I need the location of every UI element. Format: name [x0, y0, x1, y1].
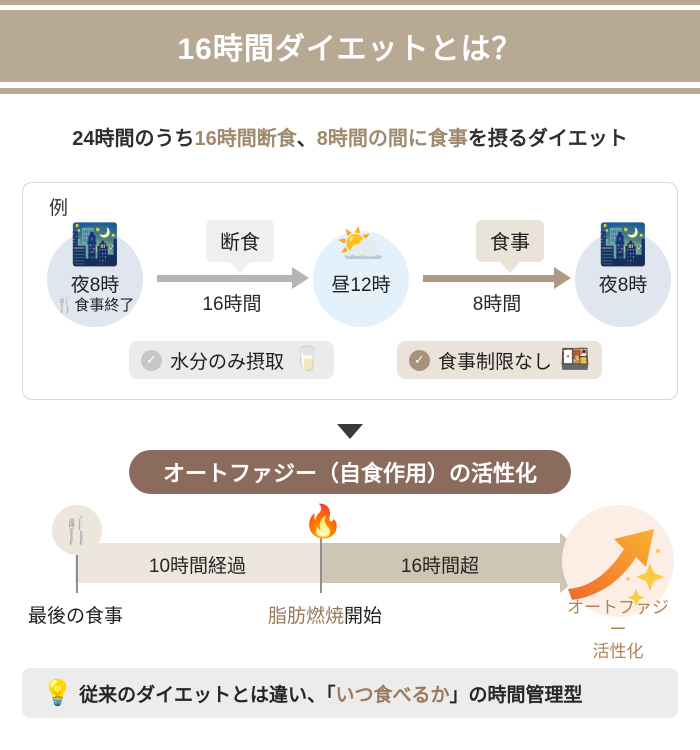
subtitle-highlight-fasting: 16時間断食: [194, 128, 297, 150]
sun-behind-cloud-icon: ⛅: [336, 223, 386, 267]
autophagy-banner-label: オートファジー（自食作用）の活性化: [162, 461, 538, 486]
badge-water-only: ✓ 水分のみ摂取 🥛: [129, 341, 334, 379]
footer-part1: 従来のダイエットとは違い、「: [79, 684, 336, 706]
header-band: 16時間ダイエットとは？: [0, 10, 700, 82]
page-title: 16時間ダイエットとは？: [177, 33, 523, 66]
autophagy-end-marker: [562, 505, 674, 617]
arrow-fasting-line: [157, 275, 295, 282]
timeline-tick-start: [76, 535, 78, 593]
callout-eating: 食事: [476, 220, 544, 262]
callout-fasting: 断食: [206, 220, 274, 262]
night-cloud-icon: 🌃: [70, 223, 120, 267]
node-label-2: 昼12時: [313, 275, 409, 297]
footer-highlight: いつ食べるか: [335, 684, 450, 706]
timeline-tick-fire: [320, 535, 322, 593]
check-circle-icon: ✓: [409, 349, 430, 371]
upward-arrow-sparkle-icon: [568, 529, 664, 606]
arrow-fasting-head: [292, 267, 309, 289]
subtitle-part2: 、: [296, 128, 317, 150]
timeline-caption-last-meal: 最後の食事: [28, 606, 124, 627]
check-circle-icon: ✓: [141, 349, 162, 371]
timeline-caption-fat-burn: 脂肪燃焼開始: [268, 601, 382, 628]
header-top-strip: [0, 0, 700, 5]
subtitle-part3: を摂るダイエット: [467, 128, 628, 150]
footer-note-text: 従来のダイエットとは違い、「いつ食べるか」の時間管理型: [79, 680, 582, 707]
node-3-line1: 夜8時: [598, 275, 648, 296]
duration-fasting: 16時間: [202, 294, 262, 315]
timeline-segment-10h: [75, 543, 320, 583]
timeline-caption-autophagy: オートファジー活性化: [562, 597, 674, 663]
example-label: 例: [49, 198, 69, 219]
fork-and-knife-icon: 🍴: [60, 515, 94, 545]
node-label-1: 夜8時 🍴食事終了: [47, 275, 143, 314]
header-bottom-strip: [0, 88, 700, 94]
timeline-segment-10h-label: 10時間経過: [148, 556, 247, 577]
timeline-node-noon: ⛅ 昼12時: [313, 225, 409, 327]
arrow-eating-line: [423, 275, 557, 282]
timeline-segment-16h-label: 16時間超: [400, 556, 480, 577]
timeline-segment-16h: [320, 543, 560, 583]
footer-note: 💡 従来のダイエットとは違い、「いつ食べるか」の時間管理型: [22, 668, 678, 718]
footer-part2: 」の時間管理型: [449, 684, 583, 706]
fat-burning-timeline: 10時間経過 16時間超 🍴 🔥 最後の: [0, 503, 700, 661]
fat-burn-highlight: 脂肪燃焼: [268, 606, 345, 627]
badge-no-restriction: ✓ 食事制限なし 🍱: [397, 341, 602, 379]
subtitle: 24時間のうち16時間断食、8時間の間に食事を摂るダイエット: [0, 122, 700, 151]
autophagy-caption-line1: オートファジー: [567, 598, 669, 640]
timeline-node-evening-start: 🌃 夜8時 🍴食事終了: [47, 225, 143, 327]
fat-burn-rest: 開始: [344, 606, 383, 627]
night-cloud-icon: 🌃: [598, 223, 648, 267]
subtitle-part1: 24時間のうち: [72, 128, 195, 150]
node-1-line2: 🍴食事終了: [55, 296, 135, 314]
glass-of-water-icon: 🥛: [292, 346, 322, 373]
badge-water-only-label: 水分のみ摂取: [170, 351, 285, 373]
lightbulb-icon: 💡: [42, 678, 74, 707]
badge-no-restriction-label: 食事制限なし: [438, 351, 553, 373]
node-1-line1: 夜8時: [70, 275, 120, 296]
node-label-3: 夜8時: [575, 275, 671, 297]
fire-icon: 🔥: [303, 503, 343, 539]
chevron-down-icon: [337, 424, 363, 439]
duration-eating: 8時間: [472, 294, 522, 315]
autophagy-caption-line2: 活性化: [592, 642, 644, 662]
arrow-eating-head: [554, 267, 571, 289]
node-2-line1: 昼12時: [331, 275, 391, 296]
autophagy-banner: オートファジー（自食作用）の活性化: [128, 450, 572, 494]
schedule-diagram-box: 例 🌃 夜8時 🍴食事終了 断食 16時間 ⛅ 昼12時 食事 8時間 �: [22, 182, 678, 400]
last-meal-marker: 🍴: [52, 505, 102, 555]
subtitle-highlight-eating: 8時間の間に食事: [316, 128, 468, 150]
bento-box-icon: 🍱: [560, 346, 590, 373]
timeline-node-evening-end: 🌃 夜8時: [575, 225, 671, 327]
